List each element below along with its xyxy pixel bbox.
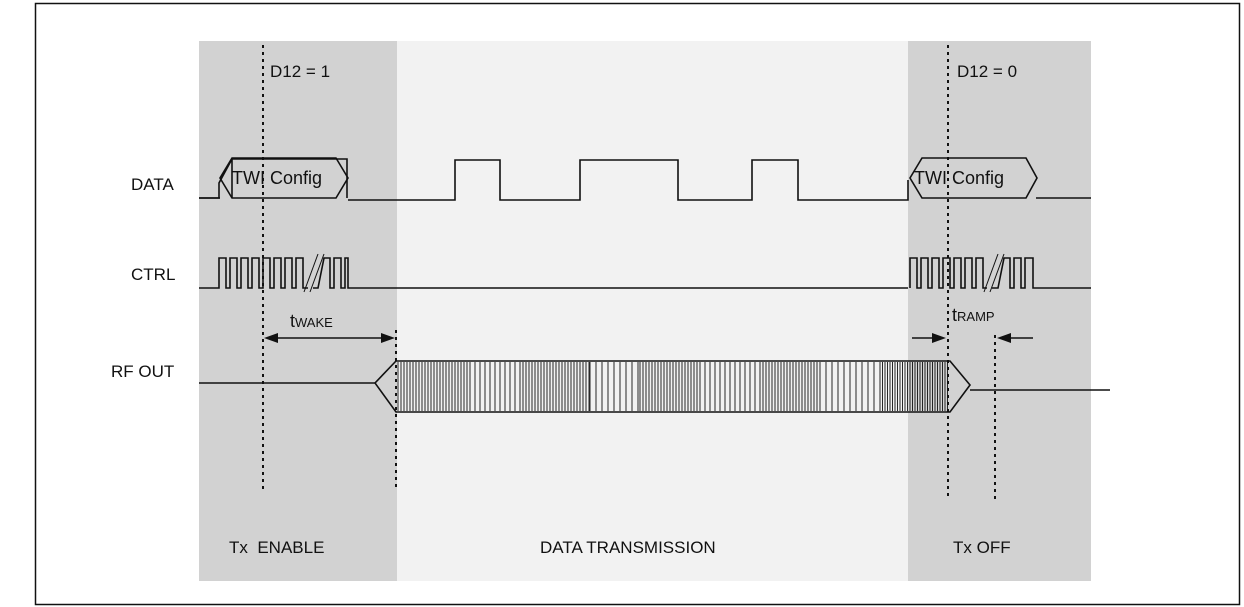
ctrl-break-mark-left-b: [309, 253, 325, 293]
rf-out-envelope: [373, 360, 972, 413]
t-ramp-label: tRAMP: [952, 305, 995, 325]
tx-enable-region: [199, 41, 397, 581]
tx-enable-label: Tx ENABLE: [229, 538, 324, 557]
t-ramp-arrow-left-head: [932, 333, 946, 343]
t-ramp-arrow-right-head: [997, 333, 1011, 343]
data-signal-label: DATA: [131, 175, 174, 194]
twi-config-left-label: TWI Config: [232, 168, 322, 188]
rf-carrier-bars: [397, 362, 948, 411]
data-transmission-label: DATA TRANSMISSION: [540, 538, 716, 557]
data-waveform-pulses: [199, 159, 1091, 201]
figure-border: [34, 2, 1241, 606]
twi-config-left-bus: [219, 157, 349, 199]
rf-out-signal-label: RF OUT: [111, 362, 174, 381]
d12-on-label: D12 = 1: [270, 62, 330, 81]
ctrl-break-mark-left-a: [303, 253, 319, 293]
ctrl-break-mark-right-a: [983, 253, 999, 293]
ctrl-signal-label: CTRL: [131, 265, 175, 284]
data-transmission-region: [397, 41, 908, 581]
twi-config-right-bus: [909, 157, 1038, 199]
tx-off-label: Tx OFF: [953, 538, 1011, 557]
ctrl-waveform: [199, 257, 1091, 289]
t-wake-label: tWAKE: [290, 311, 333, 331]
twi-config-right-label: TWI Config: [914, 168, 1004, 188]
ctrl-break-mark-right-b: [989, 253, 1005, 293]
t-wake-arrow-left-head: [264, 333, 278, 343]
tx-off-region: [908, 41, 1091, 581]
t-wake-arrow-right-head: [381, 333, 395, 343]
d12-off-label: D12 = 0: [957, 62, 1017, 81]
